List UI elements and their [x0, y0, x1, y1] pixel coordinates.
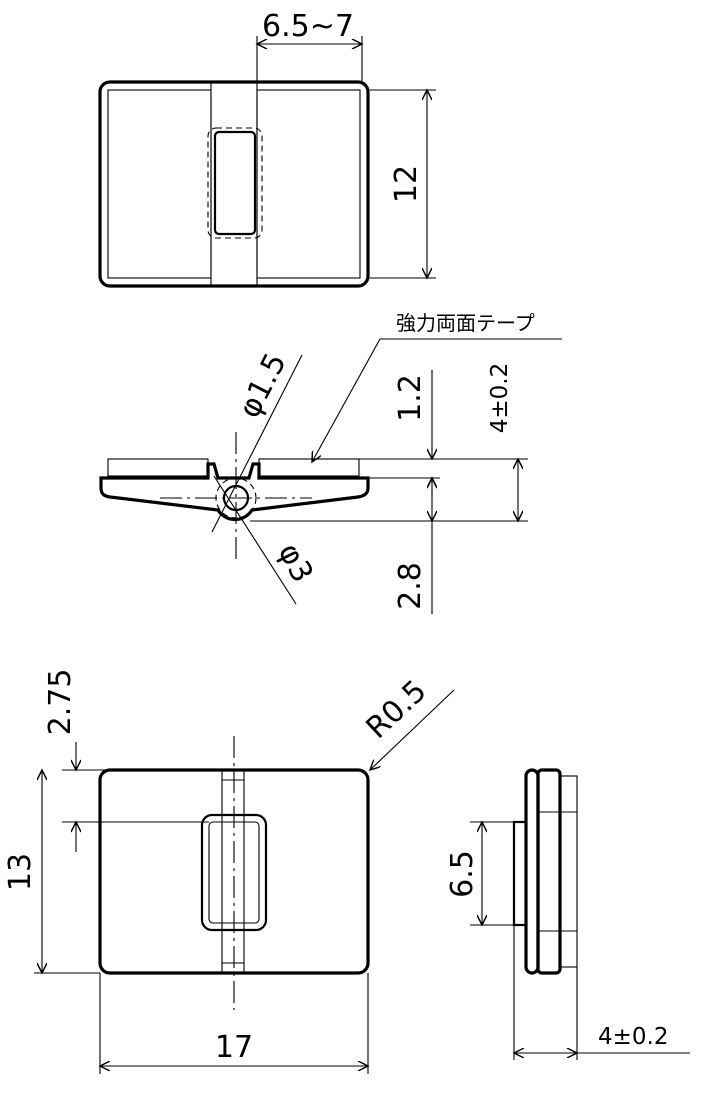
- hole-dim-label: φ1.5: [232, 348, 294, 424]
- depth-label: 4±0.2: [598, 1024, 668, 1050]
- hole-leader: [211, 354, 303, 533]
- outer-leader: [213, 475, 297, 605]
- tape-label: 強力両面テープ: [396, 311, 535, 335]
- offset-label: 2.75: [43, 669, 78, 736]
- tape-hatch-left: [107, 89, 212, 279]
- radius-leader: [370, 689, 455, 770]
- slot-outline: [213, 130, 257, 236]
- side-body: [536, 768, 562, 975]
- side-base: [524, 768, 540, 975]
- base-height-label: 2.8: [393, 562, 428, 610]
- top-view-outline: [98, 80, 370, 288]
- total-height-label: 4±0.2: [487, 363, 513, 433]
- side-tape: [559, 775, 578, 968]
- section-body: [99, 462, 370, 521]
- top-view: 6.5~7 12: [98, 9, 436, 288]
- side-slot: [512, 820, 528, 927]
- front-width-label: 17: [215, 1030, 253, 1065]
- top-height-dim-label: 12: [389, 165, 424, 203]
- top-width-dim-label: 6.5~7: [262, 9, 354, 44]
- tape-section-right: [258, 458, 360, 477]
- tape-thickness-label: 1.2: [393, 374, 428, 422]
- radius-label: R0.5: [360, 673, 434, 745]
- slot-inner: [208, 821, 260, 924]
- front-height-label: 13: [3, 853, 38, 891]
- outer-dim-label: φ3: [271, 538, 320, 589]
- slot-hidden-outline: [207, 127, 263, 239]
- front-view: R0.5 2.75 13 17: [3, 669, 455, 1074]
- tape-hatch-right: [256, 89, 361, 279]
- tape-section-left: [107, 458, 209, 477]
- section-view: φ1.5 φ3 強力両面テープ 1.2 4±0.2 2.8: [99, 311, 562, 614]
- side-view: 6.5 4±0.2: [445, 768, 690, 1060]
- slot-dim-label: 6.5: [445, 850, 480, 898]
- tape-leader: [312, 338, 381, 462]
